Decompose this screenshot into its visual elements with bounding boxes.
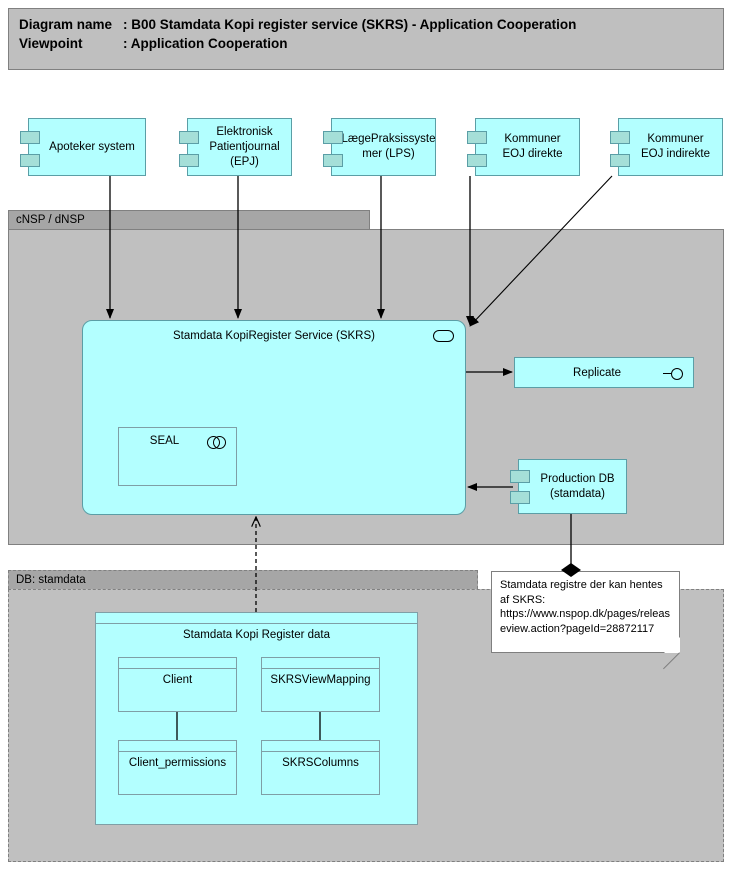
group-cnsp-dnsp-label: cNSP / dNSP: [16, 214, 85, 226]
data-object-skrsviewmapping[interactable]: SKRSViewMapping: [261, 657, 380, 712]
group-cnsp-dnsp-tab: cNSP / dNSP: [8, 210, 370, 229]
service-title: Stamdata KopiRegister Service (SKRS): [173, 330, 375, 342]
component-kommuner-eoj-indirekte[interactable]: Kommuner EOJ indirekte: [610, 118, 723, 176]
component-nub-icon: [510, 470, 530, 483]
component-nub-icon: [610, 154, 630, 167]
component-label: Kommuner EOJ indirekte: [640, 133, 711, 160]
data-object-header-bar: [262, 741, 379, 752]
viewpoint-line: Viewpoint : Application Cooperation: [19, 34, 713, 53]
data-object-label: Client_permissions: [128, 757, 227, 769]
data-object-client[interactable]: Client: [118, 657, 237, 712]
component-label: Kommuner EOJ direkte: [502, 133, 563, 160]
data-object-header-bar: [262, 658, 379, 669]
viewpoint-label: Viewpoint: [19, 36, 83, 51]
component-nub-icon: [467, 154, 487, 167]
data-object-label: SKRSViewMapping: [270, 674, 371, 686]
note-text: Stamdata registre der kan hentes af SKRS…: [500, 579, 670, 635]
data-object-label: Client: [162, 674, 193, 686]
component-label: Elektronisk Patientjournal (EPJ): [209, 125, 280, 168]
data-object-header-bar: [119, 741, 236, 752]
seal-label: SEAL: [149, 435, 180, 447]
component-kommuner-eoj-direkte[interactable]: Kommuner EOJ direkte: [467, 118, 580, 176]
data-object-client-permissions[interactable]: Client_permissions: [118, 740, 237, 795]
diagram-title-block: Diagram name : B00 Stamdata Kopi register…: [8, 8, 724, 70]
component-nub-icon: [323, 131, 343, 144]
application-component-icon: [433, 330, 454, 342]
component-nub-icon: [323, 154, 343, 167]
component-nub-icon: [610, 131, 630, 144]
data-object-header-bar: [96, 613, 417, 624]
component-label: Production DB (stamdata): [540, 472, 615, 500]
component-nub-icon: [179, 131, 199, 144]
application-collaboration-icon: [207, 436, 227, 449]
component-seal[interactable]: SEAL: [118, 427, 237, 486]
application-interface-icon: [663, 368, 685, 380]
data-object-label: SKRSColumns: [282, 757, 359, 769]
component-nub-icon: [510, 491, 530, 504]
note-stamdata-registre: Stamdata registre der kan hentes af SKRS…: [491, 571, 680, 670]
replicate-label: Replicate: [573, 366, 621, 379]
component-nub-icon: [20, 131, 40, 144]
diagram-name-label: Diagram name: [19, 17, 113, 32]
diagram-name-line: Diagram name : B00 Stamdata Kopi register…: [19, 15, 713, 34]
note-fold-icon: [664, 637, 680, 653]
component-production-db[interactable]: Production DB (stamdata): [510, 459, 627, 514]
viewpoint-value: : Application Cooperation: [123, 36, 288, 51]
group-db-stamdata-tab: DB: stamdata: [8, 570, 478, 589]
group-db-stamdata-label: DB: stamdata: [16, 574, 86, 586]
data-object-header-bar: [119, 658, 236, 669]
component-nub-icon: [20, 154, 40, 167]
component-laegepraksissystemer-lps[interactable]: LægePraksissyste mer (LPS): [323, 118, 436, 176]
interface-replicate[interactable]: Replicate: [514, 357, 694, 388]
data-object-label: Stamdata Kopi Register data: [182, 629, 331, 641]
component-label: LægePraksissyste mer (LPS): [341, 133, 436, 160]
component-label: Apoteker system: [49, 140, 135, 153]
data-object-skrscolumns[interactable]: SKRSColumns: [261, 740, 380, 795]
component-apoteker-system[interactable]: Apoteker system: [20, 118, 146, 176]
diagram-name-value: : B00 Stamdata Kopi register service (SK…: [123, 17, 577, 32]
component-elektronisk-patientjournal[interactable]: Elektronisk Patientjournal (EPJ): [179, 118, 292, 176]
component-nub-icon: [179, 154, 199, 167]
component-nub-icon: [467, 131, 487, 144]
